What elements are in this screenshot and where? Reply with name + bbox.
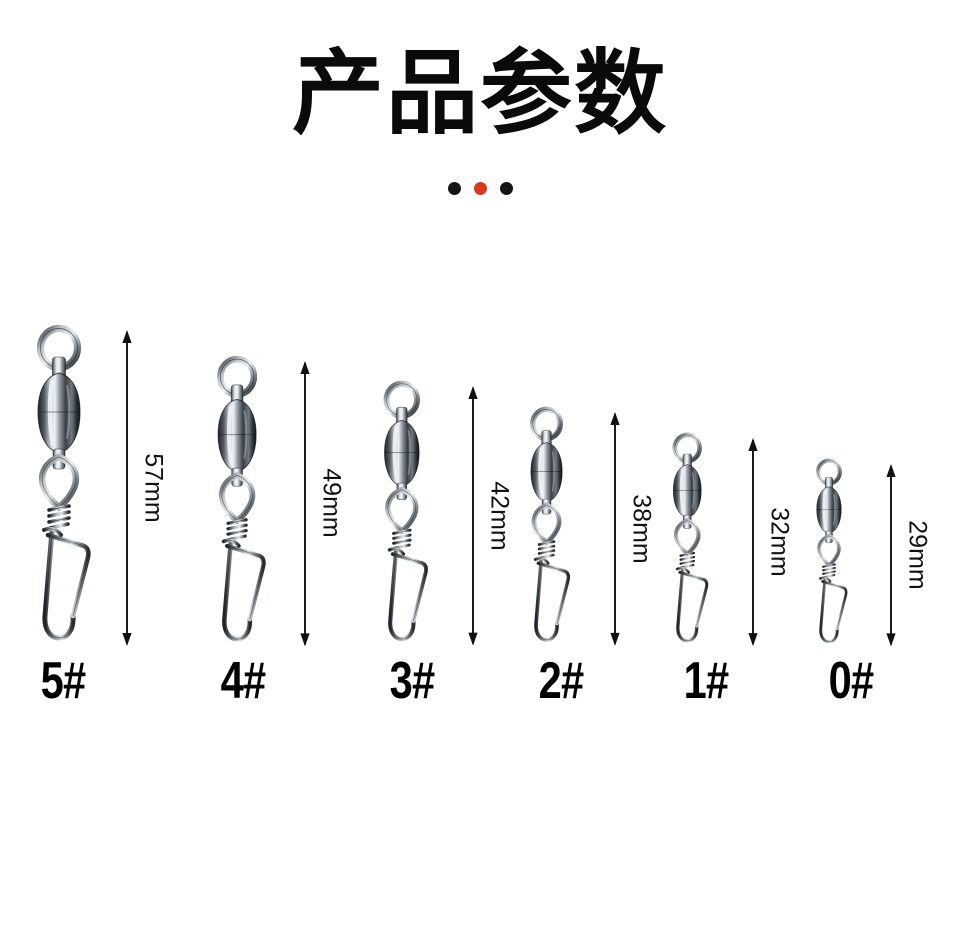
dimension-line: 29mm [882, 463, 932, 646]
dot-left-icon [447, 182, 461, 195]
dimension-arrow [122, 330, 132, 646]
dimension-arrow [886, 463, 896, 646]
size-label: 5# [40, 652, 86, 710]
swivel-graphic [672, 432, 709, 643]
swivel-graphic [816, 458, 848, 643]
header: 产品参数 [0, 0, 960, 230]
swivel-image-5 [18, 324, 100, 646]
dimension-arrow [610, 412, 620, 646]
swivel-image-1 [660, 432, 715, 646]
swivel-graphic [383, 381, 428, 642]
size-label: 0# [828, 652, 874, 710]
dot-right-icon [499, 182, 513, 195]
dot-decoration-row [0, 182, 960, 195]
page-title: 产品参数 [291, 43, 668, 145]
dimension-arrow [468, 386, 478, 646]
size-label: 4# [220, 652, 266, 710]
dimension-arrow [748, 437, 758, 646]
swivel-image-3 [368, 380, 436, 646]
size-label: 1# [683, 652, 729, 710]
swivel-image-2 [516, 406, 577, 646]
swivel-graphic [217, 355, 266, 641]
size-label: 2# [538, 652, 584, 710]
swivel-image-0 [805, 458, 853, 646]
dimension-line: 49mm [296, 360, 346, 646]
dimension-line: 38mm [606, 412, 656, 646]
swivel-image-4 [200, 355, 274, 646]
size-label: 3# [389, 652, 435, 710]
dimension-line: 42mm [464, 386, 514, 646]
dimension-arrow [300, 360, 310, 646]
dimension-line: 32mm [744, 437, 794, 646]
dot-center-icon [473, 182, 487, 195]
swivel-graphic [36, 324, 91, 641]
dimension-line: 57mm [118, 330, 168, 646]
swivel-graphic [530, 406, 571, 642]
dimension-label: 29mm [903, 520, 932, 590]
